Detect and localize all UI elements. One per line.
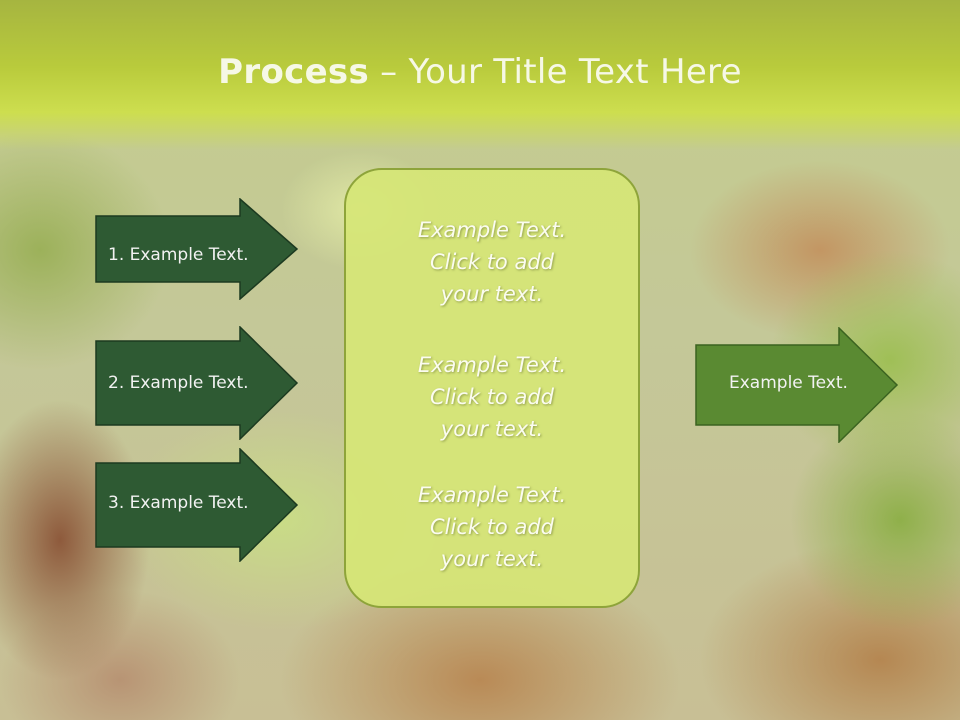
center-item-line: Click to add [429, 515, 554, 539]
center-item-line: your text. [440, 282, 544, 306]
arrow-shape [695, 327, 899, 443]
arrow-label: 1. Example Text. [108, 245, 249, 265]
process-arrow-2[interactable]: 2. Example Text. [95, 326, 299, 440]
slide-title[interactable]: Process – Your Title Text Here [0, 52, 960, 92]
arrow-shape [95, 326, 299, 440]
center-item-line: Example Text. [417, 218, 567, 242]
center-item-line: Example Text. [417, 483, 567, 507]
arrow-label: 3. Example Text. [108, 493, 249, 513]
title-bold: Process [218, 52, 370, 92]
result-arrow[interactable]: Example Text. [695, 327, 899, 443]
center-item-line: Click to add [429, 250, 554, 274]
center-item-3: Example Text. Click to add your text. [346, 479, 638, 575]
title-bar [0, 0, 960, 150]
center-text-box[interactable]: Example Text. Click to add your text. Ex… [344, 168, 640, 608]
process-arrow-3[interactable]: 3. Example Text. [95, 448, 299, 562]
arrow-label: 2. Example Text. [108, 373, 249, 393]
center-item-line: Example Text. [417, 353, 567, 377]
center-item-line: Click to add [429, 385, 554, 409]
arrow-shape [95, 198, 299, 300]
center-item-1: Example Text. Click to add your text. [346, 214, 638, 310]
process-arrow-1[interactable]: 1. Example Text. [95, 198, 299, 300]
center-item-line: your text. [440, 417, 544, 441]
center-item-2: Example Text. Click to add your text. [346, 349, 638, 445]
arrow-label: Example Text. [729, 373, 848, 393]
center-item-line: your text. [440, 547, 544, 571]
title-rest: – Your Title Text Here [369, 52, 742, 92]
arrow-shape [95, 448, 299, 562]
